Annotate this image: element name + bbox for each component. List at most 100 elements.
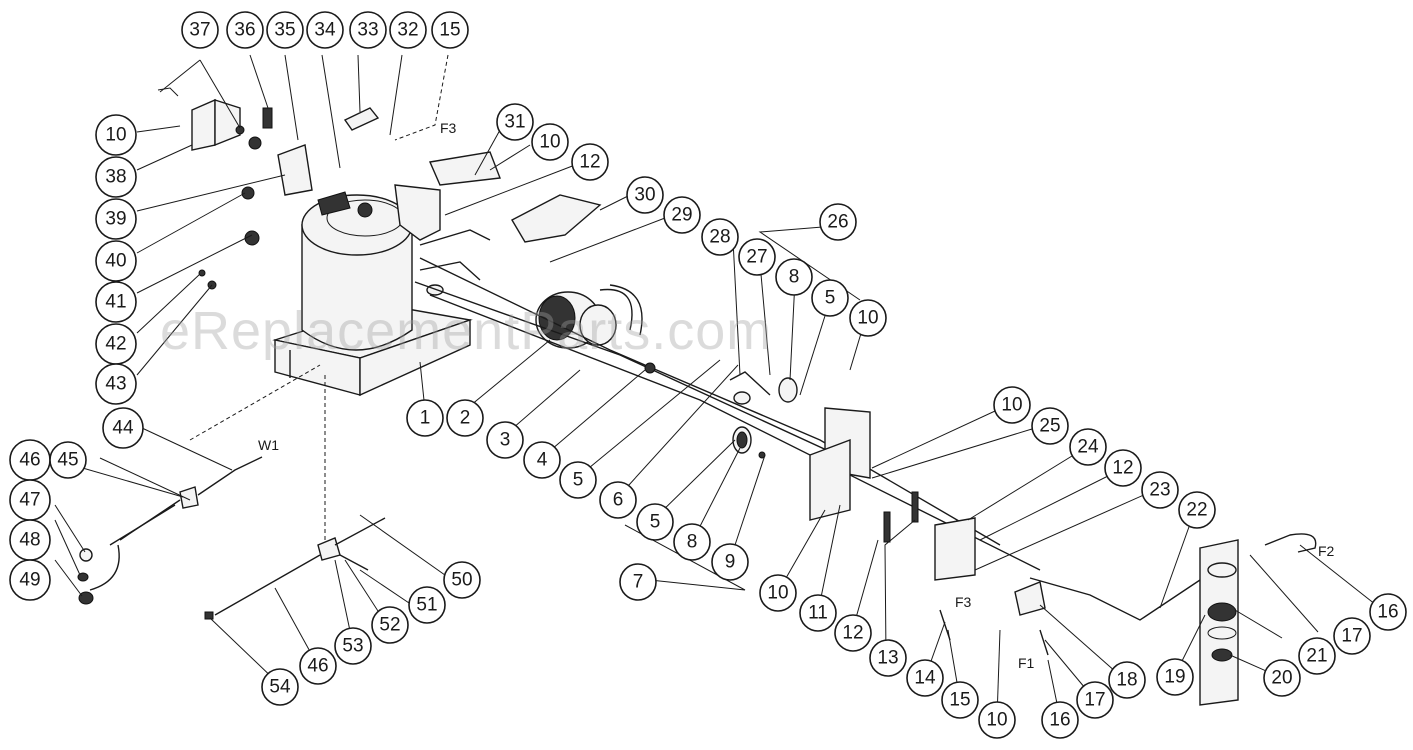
callout: 9 [711, 543, 749, 581]
svg-text:42: 42 [105, 334, 126, 355]
wire-label-w1: W1 [258, 437, 279, 453]
wire-label-f2: F2 [1318, 543, 1335, 559]
svg-text:7: 7 [633, 572, 644, 593]
callout: 38 [95, 156, 137, 198]
svg-text:17: 17 [1341, 626, 1362, 647]
callout: 20 [1263, 659, 1301, 697]
svg-text:24: 24 [1077, 437, 1099, 458]
callout: 47 [9, 479, 51, 521]
svg-text:33: 33 [357, 20, 378, 41]
wire-label-f3-top: F3 [440, 120, 457, 136]
callout: 42 [95, 323, 137, 365]
callout: 18 [1108, 661, 1146, 699]
svg-text:27: 27 [746, 247, 767, 268]
callout: 53 [334, 627, 372, 665]
svg-text:10: 10 [857, 308, 878, 329]
svg-text:15: 15 [439, 20, 460, 41]
svg-text:14: 14 [914, 668, 936, 689]
callout: 15 [431, 11, 469, 49]
svg-text:53: 53 [342, 636, 363, 657]
callout: 17 [1076, 681, 1114, 719]
callout: 10 [993, 386, 1031, 424]
svg-text:10: 10 [767, 583, 788, 604]
svg-text:40: 40 [105, 251, 126, 272]
svg-text:34: 34 [314, 20, 336, 41]
callout: 40 [95, 240, 137, 282]
callout: 5 [559, 461, 597, 499]
svg-text:6: 6 [613, 490, 624, 511]
callout: 12 [1104, 449, 1142, 487]
svg-text:21: 21 [1306, 646, 1327, 667]
svg-text:16: 16 [1049, 710, 1070, 731]
svg-text:31: 31 [504, 112, 525, 133]
plates [429, 151, 602, 243]
svg-text:3: 3 [500, 430, 511, 451]
svg-text:12: 12 [842, 623, 863, 644]
shaft-line [414, 229, 1041, 571]
callout: 37 [181, 11, 219, 49]
right-parts [939, 533, 1317, 706]
callout: 28 [701, 218, 739, 256]
callout: 10 [759, 574, 797, 612]
callout: 10 [849, 299, 887, 337]
callout: 35 [266, 11, 304, 49]
callout: 12 [834, 614, 872, 652]
svg-text:20: 20 [1271, 668, 1292, 689]
callout: 43 [95, 363, 137, 405]
callout: 8 [775, 258, 813, 296]
callout: 10 [531, 123, 569, 161]
callout: 16 [1369, 593, 1407, 631]
motor [426, 284, 643, 349]
svg-text:39: 39 [105, 209, 126, 230]
svg-text:12: 12 [1112, 458, 1133, 479]
callout: 41 [95, 281, 137, 323]
svg-text:41: 41 [105, 292, 126, 313]
svg-text:5: 5 [650, 512, 661, 533]
svg-text:16: 16 [1377, 602, 1398, 623]
svg-text:46: 46 [19, 450, 40, 471]
svg-text:22: 22 [1186, 500, 1207, 521]
svg-text:10: 10 [105, 125, 126, 146]
svg-text:10: 10 [1001, 395, 1022, 416]
callout: 49 [9, 559, 51, 601]
callout: 30 [626, 176, 664, 214]
callout: 54 [261, 668, 299, 706]
svg-text:51: 51 [416, 595, 437, 616]
callout: 44 [102, 407, 144, 449]
svg-text:30: 30 [634, 185, 655, 206]
svg-text:44: 44 [112, 418, 134, 439]
lower-left-parts [77, 364, 386, 620]
leader-lines [54, 54, 1386, 719]
svg-text:25: 25 [1039, 416, 1060, 437]
callout: 50 [443, 561, 481, 599]
svg-text:43: 43 [105, 374, 126, 395]
callout: 14 [906, 659, 944, 697]
svg-text:52: 52 [379, 615, 400, 636]
callout: 8 [673, 523, 711, 561]
callout: 12 [571, 143, 609, 181]
svg-text:46: 46 [307, 656, 328, 677]
callout: 15 [941, 681, 979, 719]
callout: 45 [49, 441, 87, 479]
svg-text:12: 12 [579, 152, 600, 173]
svg-text:10: 10 [986, 710, 1007, 731]
callout: 13 [869, 639, 907, 677]
callout: 10 [978, 701, 1016, 739]
svg-text:17: 17 [1084, 690, 1105, 711]
svg-text:9: 9 [725, 552, 736, 573]
svg-text:50: 50 [451, 570, 472, 591]
callout: 29 [663, 196, 701, 234]
callout: 5 [636, 503, 674, 541]
svg-text:23: 23 [1149, 480, 1170, 501]
callout: 5 [811, 279, 849, 317]
svg-text:5: 5 [825, 288, 836, 309]
svg-text:10: 10 [539, 132, 560, 153]
callout: 33 [349, 11, 387, 49]
svg-text:54: 54 [269, 677, 291, 698]
callout: 7 [619, 563, 657, 601]
callout: 27 [738, 238, 776, 276]
svg-text:45: 45 [57, 450, 78, 471]
wire-label-f1: F1 [1018, 655, 1035, 671]
callout: 48 [9, 519, 51, 561]
